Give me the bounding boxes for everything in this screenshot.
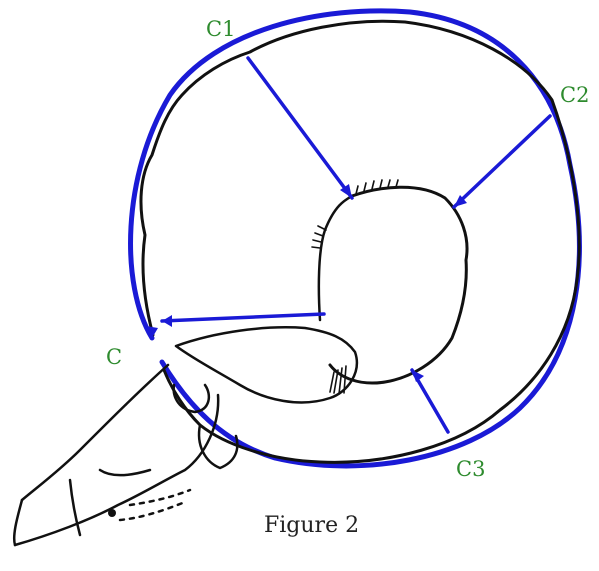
measure-line-c2 bbox=[454, 116, 550, 207]
horn-sheath bbox=[141, 21, 579, 462]
eye-socket bbox=[108, 509, 116, 517]
label-c3: C3 bbox=[456, 457, 485, 481]
skull-outline bbox=[14, 365, 237, 545]
label-c1: C1 bbox=[206, 17, 235, 41]
arrowheads bbox=[146, 184, 467, 382]
label-c2: C2 bbox=[560, 83, 589, 107]
arrowhead-c bbox=[162, 315, 172, 327]
measurement-lines bbox=[162, 58, 550, 432]
label-c: C bbox=[106, 345, 122, 369]
measure-line-c bbox=[162, 314, 324, 321]
figure-caption: Figure 2 bbox=[264, 513, 359, 538]
horn-ridges bbox=[312, 180, 398, 394]
measure-line-c1 bbox=[248, 58, 352, 198]
